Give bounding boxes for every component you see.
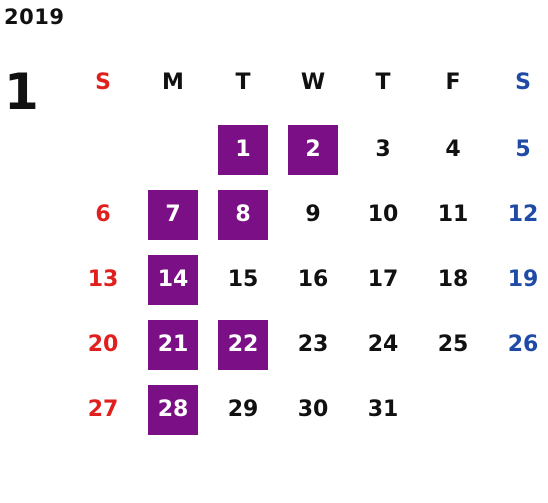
weekday-header: M — [162, 70, 184, 95]
calendar-day[interactable]: 18 — [437, 267, 469, 292]
calendar-day[interactable]: 17 — [367, 267, 399, 292]
calendar-day-highlighted[interactable]: 28 — [148, 385, 198, 435]
calendar-day-highlighted[interactable]: 8 — [218, 190, 268, 240]
calendar-day-highlighted[interactable]: 22 — [218, 320, 268, 370]
calendar-day[interactable]: 23 — [297, 332, 329, 357]
calendar-day-highlighted[interactable]: 7 — [148, 190, 198, 240]
calendar-day[interactable]: 13 — [87, 267, 119, 292]
calendar-day[interactable]: 24 — [367, 332, 399, 357]
calendar-day[interactable]: 20 — [87, 332, 119, 357]
weekday-header: S — [515, 70, 531, 95]
weekday-header: S — [95, 70, 111, 95]
calendar-day[interactable]: 11 — [437, 202, 469, 227]
calendar-day-highlighted[interactable]: 21 — [148, 320, 198, 370]
weekday-header: T — [235, 70, 251, 95]
calendar-day[interactable]: 15 — [227, 267, 259, 292]
weekday-header: T — [375, 70, 391, 95]
calendar-day[interactable]: 3 — [375, 137, 391, 162]
calendar-day[interactable]: 29 — [227, 397, 259, 422]
calendar-day[interactable]: 12 — [507, 202, 539, 227]
month-number: 1 — [4, 63, 39, 121]
calendar-day[interactable]: 4 — [445, 137, 461, 162]
calendar-day-highlighted[interactable]: 14 — [148, 255, 198, 305]
calendar-day-highlighted[interactable]: 1 — [218, 125, 268, 175]
calendar-day[interactable]: 6 — [95, 202, 111, 227]
calendar-day[interactable]: 26 — [507, 332, 539, 357]
calendar-day-highlighted[interactable]: 2 — [288, 125, 338, 175]
year-label: 2019 — [4, 5, 65, 29]
calendar-day[interactable]: 9 — [305, 202, 321, 227]
calendar-day[interactable]: 27 — [87, 397, 119, 422]
calendar-day[interactable]: 31 — [367, 397, 399, 422]
calendar-day[interactable]: 25 — [437, 332, 469, 357]
calendar-day[interactable]: 19 — [507, 267, 539, 292]
calendar-day[interactable]: 5 — [515, 137, 531, 162]
weekday-header: F — [445, 70, 461, 95]
weekday-header: W — [300, 70, 326, 95]
calendar-day[interactable]: 30 — [297, 397, 329, 422]
calendar-day[interactable]: 10 — [367, 202, 399, 227]
calendar-day[interactable]: 16 — [297, 267, 329, 292]
